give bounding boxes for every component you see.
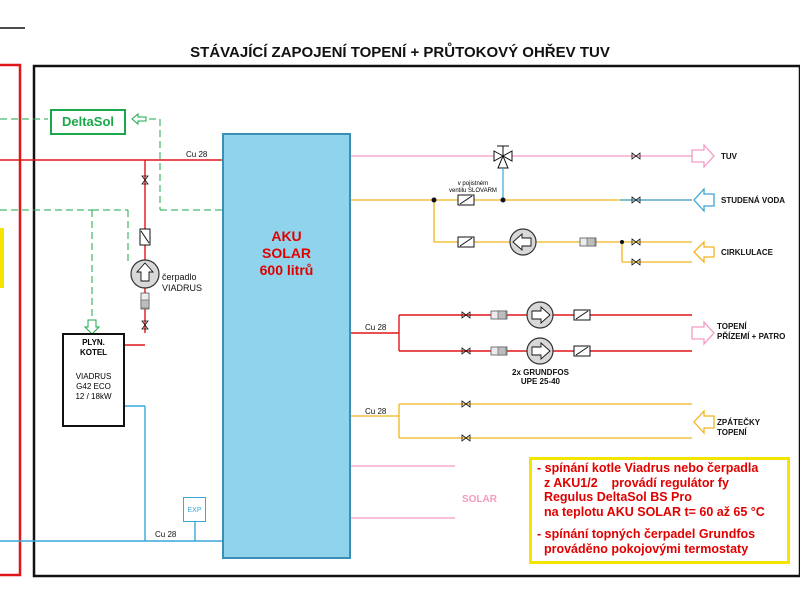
boiler-title: PLYN. KOTEL — [62, 338, 125, 358]
valve-note-line2: ventilu SLOVARM — [449, 188, 497, 194]
boiler-title-line1: PLYN. — [82, 338, 105, 347]
output-heating-line2: PŘÍZEMÍ + PATRO — [717, 332, 786, 341]
cu28-label-heat: Cu 28 — [365, 323, 387, 332]
note-line6: prováděno pokojovými termostaty — [537, 541, 749, 556]
note-line2: z AKU1/2 provádí regulátor fy — [537, 475, 729, 490]
expansion-vessel: EXP — [183, 497, 206, 522]
boiler-title-line2: KOTEL — [79, 348, 108, 357]
note-line4: na teplotu AKU SOLAR t= 60 až 65 °C — [537, 504, 765, 519]
note-line3: Regulus DeltaSol BS Pro — [537, 490, 692, 504]
cu28-label-bottom: Cu 28 — [155, 530, 177, 539]
note-line1: - spínání kotle Viadrus nebo čerpadla — [537, 461, 759, 475]
deltasol-controller: DeltaSol — [50, 109, 126, 135]
notes-box — [529, 457, 790, 564]
gas-boiler — [62, 333, 125, 427]
grundfos-line2: UPE 25-40 — [520, 377, 561, 386]
pump-viadrus-line2: VIADRUS — [162, 283, 203, 293]
tank-label-line1: AKU — [271, 228, 302, 244]
output-heating: TOPENÍ PŘÍZEMÍ + PATRO — [717, 322, 785, 342]
output-return: ZPÁTEČKY TOPENÍ — [717, 418, 760, 438]
solar-label: SOLAR — [462, 494, 497, 505]
grundfos-line1: 2x GRUNDFOS — [512, 368, 569, 377]
output-return-line2: TOPENÍ — [717, 428, 747, 437]
tank-label-line2: SOLAR — [262, 245, 311, 261]
pump-viadrus-line1: čerpadlo — [162, 272, 197, 282]
tank-label-line3: 600 litrů — [259, 262, 314, 278]
valve-note-line1: v pojistném — [457, 181, 489, 187]
note-line5: - spínání topných čerpadel Grundfos — [537, 527, 756, 541]
pump-viadrus-label: čerpadlo VIADRUS — [162, 272, 202, 294]
tank-label: AKU SOLAR 600 litrů — [222, 228, 351, 279]
diagram-title: STÁVAJÍCÍ ZAPOJENÍ TOPENÍ + PRŮTOKOVÝ OH… — [190, 44, 610, 61]
boiler-model: VIADRUS G42 ECO 12 / 18kW — [62, 372, 125, 402]
cu28-label-return: Cu 28 — [365, 407, 387, 416]
boiler-model-line3: 12 / 18kW — [75, 392, 112, 401]
aku-solar-tank — [222, 133, 351, 559]
output-circulation: CIRKLULACE — [721, 248, 773, 257]
output-tuv: TUV — [721, 152, 737, 161]
boiler-model-line1: VIADRUS — [75, 372, 112, 381]
output-return-line1: ZPÁTEČKY — [717, 418, 761, 427]
output-cold-water: STUDENÁ VODA — [721, 196, 786, 205]
notes-text: - spínání kotle Viadrus nebo čerpadla z … — [537, 461, 789, 556]
valve-note: v pojistném ventilu SLOVARM — [449, 181, 497, 195]
cu28-label-top: Cu 28 — [186, 150, 208, 159]
output-heating-line1: TOPENÍ — [717, 322, 747, 331]
boiler-model-line2: G42 ECO — [76, 382, 111, 391]
grundfos-label: 2x GRUNDFOS UPE 25-40 — [512, 368, 569, 386]
